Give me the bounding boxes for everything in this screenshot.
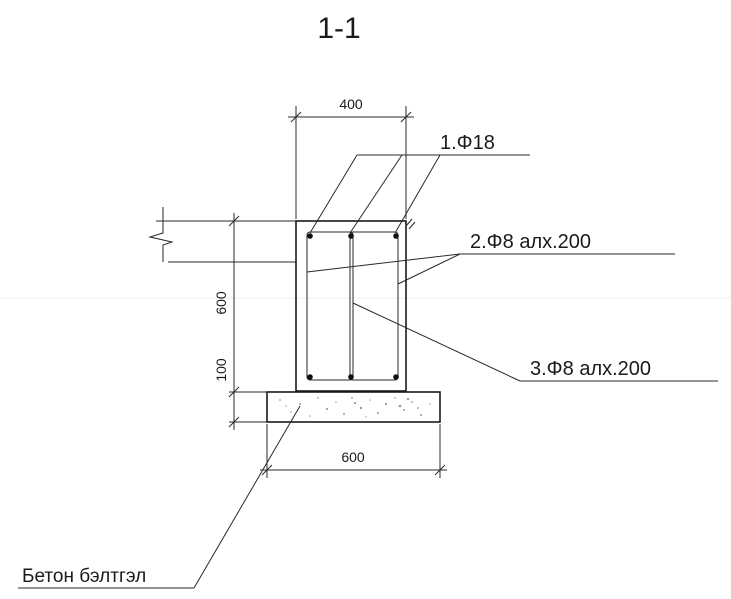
dimension-bottom: 600 <box>260 424 447 478</box>
callout-label-bars: 1.Φ18 <box>440 132 495 154</box>
dimension-label-100: 100 <box>213 358 229 382</box>
callout-longitudinal-bars: 1.Φ18 <box>309 132 530 234</box>
dimension-label-400: 400 <box>339 96 363 112</box>
callout-label-stirrups: 2.Φ8 алх.200 <box>470 231 591 253</box>
slab-outline <box>148 207 296 263</box>
callout-links: 3.Φ8 алх.200 <box>352 302 718 382</box>
dimension-label-600-bottom: 600 <box>341 449 365 465</box>
callout-label-links: 3.Φ8 алх.200 <box>530 358 651 380</box>
concrete-bedding <box>266 391 441 423</box>
stirrup-loops <box>306 231 399 381</box>
beam-outline <box>295 220 407 392</box>
dimension-label-600: 600 <box>213 291 229 315</box>
dimension-top: 400 <box>288 96 414 219</box>
dimension-left: 600 100 <box>213 213 296 430</box>
rebar-dots <box>307 233 399 380</box>
callout-label-bedding: Бетон бэлтгэл <box>22 566 146 587</box>
callout-stirrups: 2.Φ8 алх.200 <box>306 231 675 285</box>
section-title: 1-1 <box>317 12 360 45</box>
callout-bedding: Бетон бэлтгэл <box>18 405 301 589</box>
